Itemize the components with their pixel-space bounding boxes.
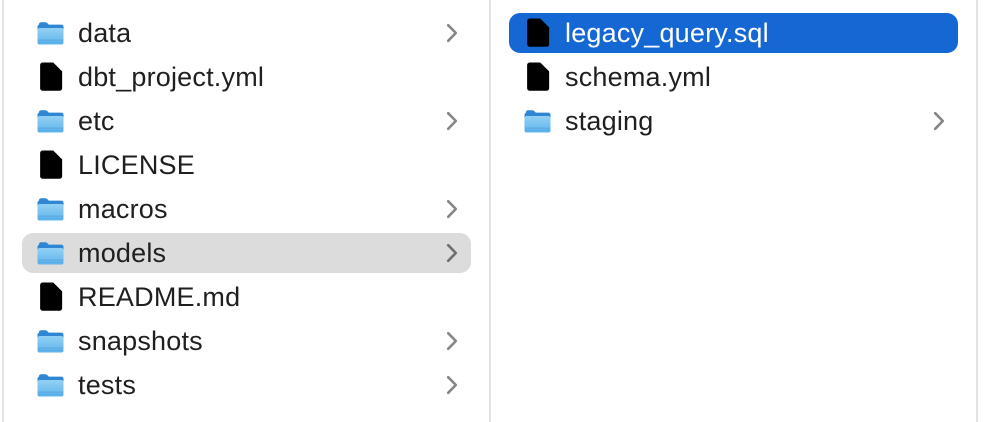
folder-icon <box>36 104 65 138</box>
folder-icon <box>36 324 65 358</box>
item-label: tests <box>78 370 137 400</box>
chevron-right-icon <box>445 374 459 396</box>
list-item-dbt-project-yml[interactable]: dbt_project.yml <box>4 55 489 99</box>
list-item-license[interactable]: LICENSE <box>4 143 489 187</box>
document-icon <box>36 280 65 314</box>
item-label: legacy_query.sql <box>565 18 769 48</box>
folder-icon <box>36 192 65 226</box>
item-label: staging <box>565 106 654 136</box>
item-label: data <box>78 18 132 48</box>
chevron-right-icon <box>932 110 946 132</box>
chevron-right-icon <box>445 242 459 264</box>
list-item-readme-md[interactable]: README.md <box>4 275 489 319</box>
item-label: etc <box>78 106 115 136</box>
item-label: schema.yml <box>565 62 712 92</box>
chevron-right-icon <box>445 22 459 44</box>
folder-icon <box>523 104 552 138</box>
document-icon <box>523 16 552 50</box>
column-models-children: legacy_query.sql schema.yml staging <box>491 0 978 422</box>
list-item-macros[interactable]: macros <box>4 187 489 231</box>
list-item-tests[interactable]: tests <box>4 363 489 407</box>
chevron-right-icon <box>445 330 459 352</box>
list-item-staging[interactable]: staging <box>491 99 976 143</box>
chevron-right-icon <box>445 110 459 132</box>
columns-container: data dbt_project.yml etc <box>4 0 978 422</box>
folder-icon <box>36 368 65 402</box>
document-icon <box>36 60 65 94</box>
document-icon <box>36 148 65 182</box>
item-label: snapshots <box>78 326 203 356</box>
list-item-etc[interactable]: etc <box>4 99 489 143</box>
column-models-parent: data dbt_project.yml etc <box>4 0 491 422</box>
list-item-models-selected[interactable]: models <box>4 231 489 275</box>
list-item-snapshots[interactable]: snapshots <box>4 319 489 363</box>
item-label: models <box>78 238 167 268</box>
folder-icon <box>36 16 65 50</box>
list-item-schema-yml[interactable]: schema.yml <box>491 55 976 99</box>
list-item-legacy-query-sql-selected[interactable]: legacy_query.sql <box>491 11 976 55</box>
list-item-data[interactable]: data <box>4 11 489 55</box>
item-label: README.md <box>78 282 241 312</box>
document-icon <box>523 60 552 94</box>
item-label: macros <box>78 194 168 224</box>
chevron-right-icon <box>445 198 459 220</box>
left-edge-divider <box>2 0 4 422</box>
folder-icon <box>36 236 65 270</box>
item-label: dbt_project.yml <box>78 62 265 92</box>
item-label: LICENSE <box>78 150 195 180</box>
